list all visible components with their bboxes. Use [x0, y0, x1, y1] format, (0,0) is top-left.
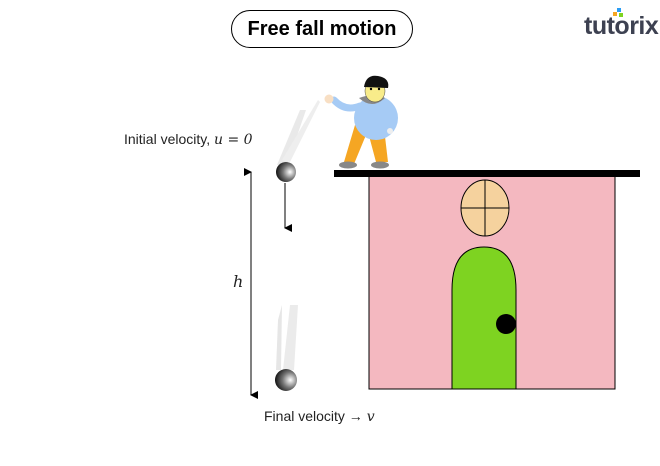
falling-ball-final	[275, 305, 298, 391]
house-window	[460, 179, 510, 237]
door-knob	[496, 314, 516, 334]
logo-dots	[613, 8, 623, 17]
page-title: Free fall motion	[231, 10, 413, 48]
house-door	[451, 246, 517, 390]
falling-ball-initial	[276, 100, 320, 182]
height-label: h	[233, 272, 244, 291]
final-velocity-label: Final velocity → v	[264, 408, 375, 425]
person-figure	[324, 75, 398, 169]
initial-velocity-label: Initial velocity, u = 0	[124, 131, 253, 148]
rooftop-ledge	[334, 170, 640, 177]
